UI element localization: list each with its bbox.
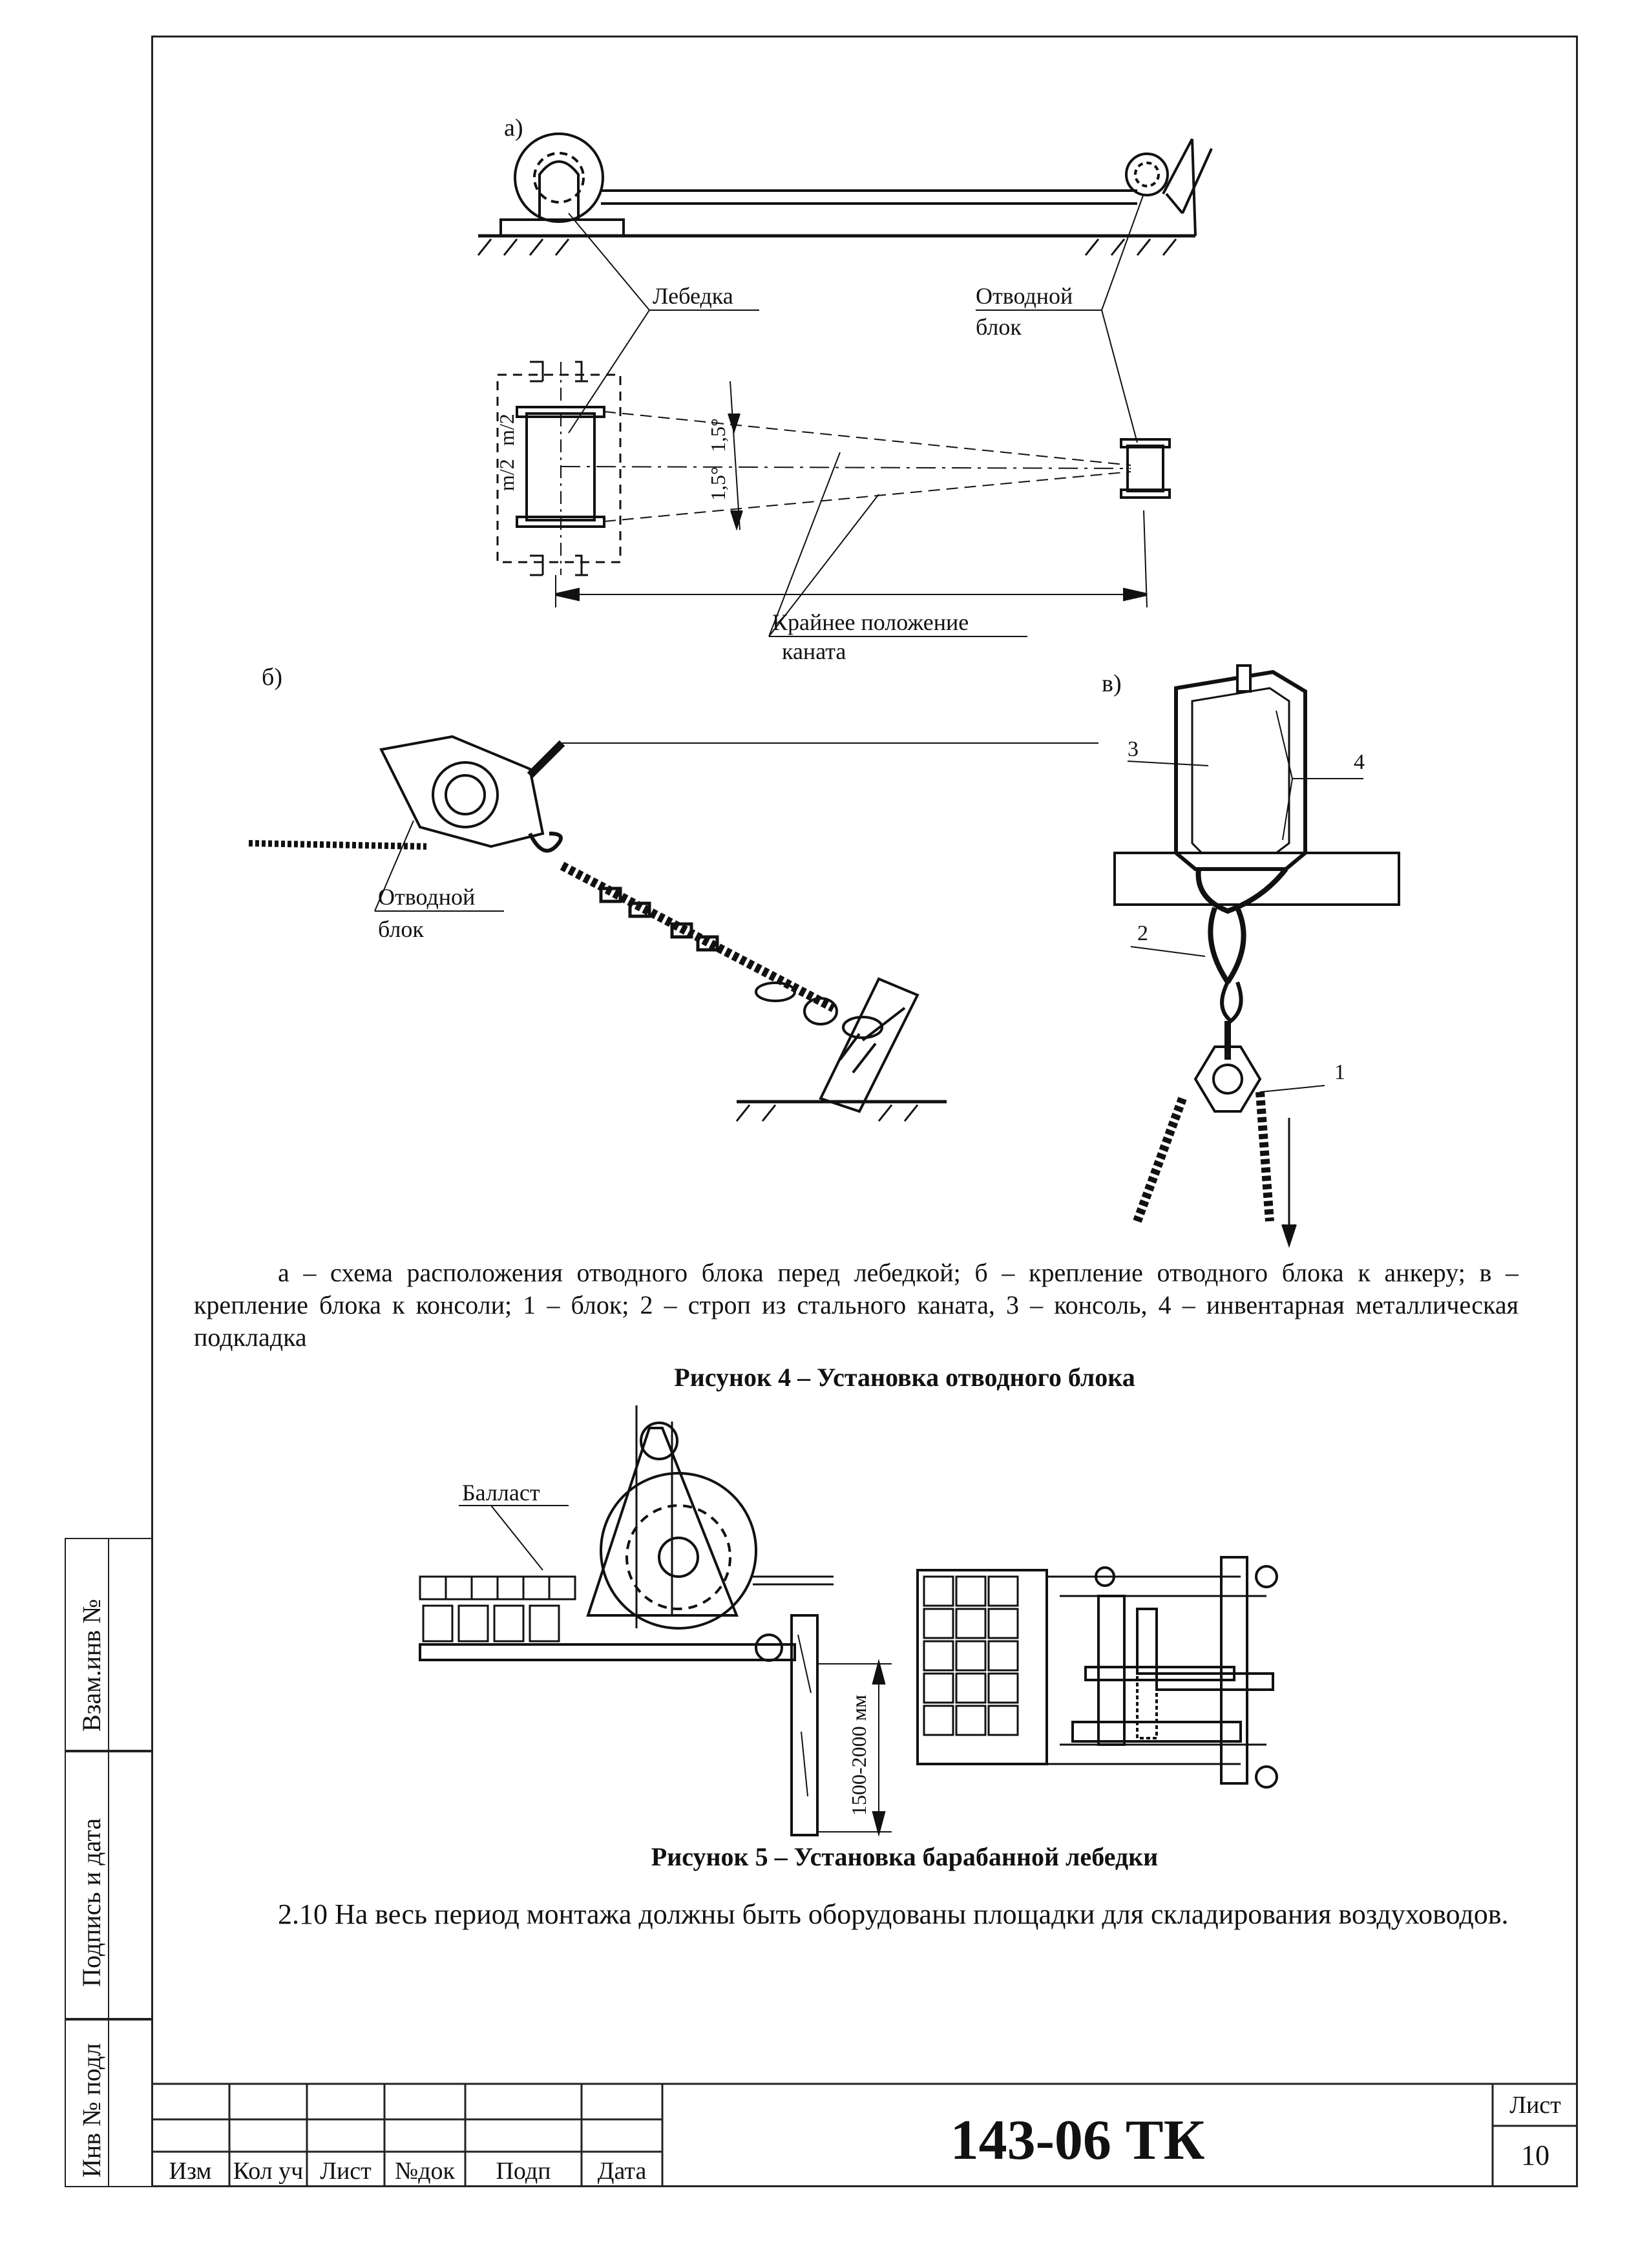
num-4: 4 <box>1354 750 1365 774</box>
drawing-frame <box>151 36 1578 2187</box>
angle-label-1: 1,5° <box>706 467 730 501</box>
num-1: 1 <box>1334 1060 1345 1084</box>
tb-col-podp: Подп <box>496 2158 551 2185</box>
block-label-line1: Отводной <box>976 283 1073 309</box>
panel-a-label: а) <box>504 114 523 142</box>
document-code: 143-06 ТК <box>950 2109 1205 2172</box>
sheet-label: Лист <box>1509 2092 1561 2119</box>
tb-col-data: Дата <box>597 2158 647 2185</box>
num-3: 3 <box>1128 737 1139 761</box>
winch-label: Лебедка <box>653 283 733 309</box>
num-2: 2 <box>1137 921 1148 945</box>
block-label-line2: блок <box>976 314 1022 340</box>
dimension-label: 1500-2000 мм <box>847 1695 870 1816</box>
anchor-block-label-line1: Отводной <box>378 884 475 910</box>
tb-col-kol: Кол уч <box>233 2158 304 2185</box>
ballast-label: Балласт <box>462 1480 540 1506</box>
body-paragraph: 2.10 На весь период монтажа должны быть … <box>278 1898 1509 1930</box>
extreme-position-line1: Крайнее положение <box>772 609 969 635</box>
half-m-label-1: m/2 <box>495 459 518 491</box>
side-stamp-divider <box>108 1538 109 2187</box>
tb-col-ndok: №док <box>394 2158 456 2185</box>
figure4-caption: а – схема расположения отводного блока п… <box>194 1258 1518 1352</box>
panel-b-label: б) <box>262 664 282 691</box>
tb-col-list: Лист <box>320 2158 372 2185</box>
figure5-title: Рисунок 5 – Установка барабанной лебедки <box>651 1842 1159 1871</box>
figure4-title: Рисунок 4 – Установка отводного блока <box>674 1363 1135 1392</box>
angle-label-2: 1,5° <box>706 418 730 452</box>
anchor-block-label-line2: блок <box>378 916 424 942</box>
extreme-position-line2: каната <box>782 638 846 664</box>
half-m-label-2: m/2 <box>495 414 518 446</box>
panel-c-label: в) <box>1102 670 1122 697</box>
tb-col-izm: Изм <box>169 2158 212 2185</box>
sheet-number: 10 <box>1521 2139 1549 2171</box>
